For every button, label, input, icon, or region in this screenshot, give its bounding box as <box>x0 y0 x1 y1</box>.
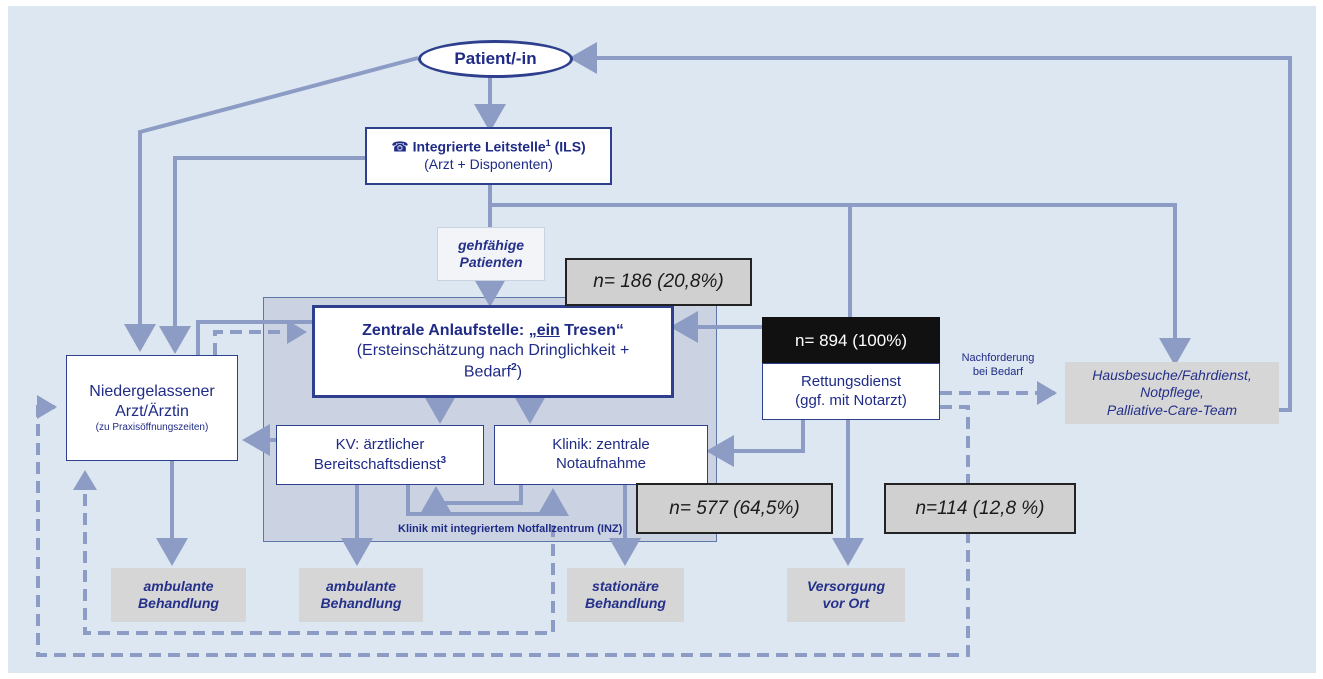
zentrale-line3-end: ) <box>516 363 523 381</box>
zentrale-anlaufstelle-node: Zentrale Anlaufstelle: „ein Tresen“ (Ers… <box>312 305 674 398</box>
stat-n114: n=114 (12,8 %) <box>884 483 1076 534</box>
hausbesuche-line3: Palliative-Care-Team <box>1106 401 1238 418</box>
nachforderung-line1: Nachforderung <box>961 352 1035 365</box>
stat-n894: n= 894 (100%) <box>762 317 940 364</box>
patient-node: Patient/-in <box>418 40 573 78</box>
edge-rettung-arzt-dashed <box>36 395 970 657</box>
edge-arzt-zentrale-dashed <box>213 320 307 355</box>
stat-n577-text: n= 577 (64,5%) <box>669 497 800 519</box>
outcome-vor-ort: Versorgung vor Ort <box>787 568 905 622</box>
outcome-amb1-line1: ambulante <box>143 577 214 594</box>
outcome-stat-line2: Behandlung <box>585 595 666 611</box>
edge-rettung-klinik <box>706 420 805 467</box>
outcome-stat-line1: stationäre <box>592 577 659 594</box>
stat-n114-text: n=114 (12,8 %) <box>915 497 1045 519</box>
rettungsdienst-line1: Rettungsdienst <box>800 372 902 390</box>
kv-line2: Bereitschaftsdienst3 <box>314 455 446 475</box>
hausbesuche-node: Hausbesuche/Fahrdienst, Notpflege, Palli… <box>1065 362 1279 424</box>
outcome-amb2-line2: Behandlung <box>320 595 402 611</box>
stat-n186-text: n= 186 (20,8%) <box>593 271 724 293</box>
hausbesuche-line2: Notpflege, <box>1140 384 1204 401</box>
ils-title: Integrierte Leitstelle <box>412 138 546 155</box>
outcome-ambulant-arzt: ambulante Behandlung <box>111 568 246 622</box>
ils-title-row: ☎ Integrierte Leitstelle1 (ILS) <box>391 138 585 156</box>
niedergelassener-line2: Arzt/Ärztin <box>115 402 189 420</box>
zentrale-title: Zentrale Anlaufstelle: „ein Tresen“ <box>362 321 624 341</box>
outcome-vor-ort-line2: vor Ort <box>822 595 870 611</box>
zentrale-line3-text: Bedarf <box>463 363 512 381</box>
hausbesuche-line1: Hausbesuche/Fahrdienst, <box>1092 366 1252 383</box>
kv-node: KV: ärztlicher Bereitschaftsdienst3 <box>276 425 484 485</box>
zentrale-line2: (Ersteinschätzung nach Dringlichkeit + <box>356 341 630 359</box>
rettungsdienst-node: Rettungsdienst (ggf. mit Notarzt) <box>762 363 940 420</box>
gehfaehige-line2: Patienten <box>459 254 523 270</box>
edge-klinik-kv <box>420 483 523 514</box>
gehfaehige-label: gehfähige Patienten <box>437 227 545 281</box>
ils-subtitle: (Arzt + Disponenten) <box>424 156 553 173</box>
nachforderung-label: Nachforderung bei Bedarf <box>948 348 1048 384</box>
inz-label: Klinik mit integriertem Notfallzentrum (… <box>398 523 623 535</box>
ils-footnote: 1 <box>545 138 551 149</box>
zentrale-title-suffix: Tresen“ <box>559 321 624 339</box>
niedergelassener-node: Niedergelassener Arzt/Ärztin (zu Praxisö… <box>66 355 238 461</box>
kv-line2-text: Bereitschaftsdienst <box>313 455 441 473</box>
klinik-line1: Klinik: zentrale <box>552 436 650 454</box>
stat-n894-text: n= 894 (100%) <box>795 330 907 350</box>
nachforderung-line2: bei Bedarf <box>972 366 1024 378</box>
zentrale-line3: Bedarf2) <box>464 361 522 382</box>
outcome-amb2-line1: ambulante <box>325 577 396 594</box>
zentrale-title-ein: ein <box>536 321 560 339</box>
stat-n186: n= 186 (20,8%) <box>565 258 752 306</box>
outcome-vor-ort-line1: Versorgung <box>806 577 886 594</box>
rettungsdienst-line2: (ggf. mit Notarzt) <box>795 391 907 409</box>
phone-icon: ☎ <box>391 138 409 155</box>
niedergelassener-line1: Niedergelassener <box>89 382 215 400</box>
kv-footnote: 3 <box>440 454 447 466</box>
edge-arzt-zentrale <box>196 320 312 355</box>
edge-klinik-arzt-dashed <box>73 470 555 635</box>
klinik-line2: Notaufnahme <box>555 455 647 472</box>
outcome-amb1-line2: Behandlung <box>138 595 219 611</box>
patient-label: Patient/-in <box>454 49 537 69</box>
zentrale-footnote: 2 <box>511 361 517 373</box>
niedergelassener-line3: (zu Praxisöffnungszeiten) <box>95 421 209 433</box>
gehfaehige-line1: gehfähige <box>457 236 525 253</box>
kv-line1: KV: ärztlicher <box>335 435 425 453</box>
ils-abbr: (ILS) <box>554 138 586 155</box>
edge-ils-arzt <box>159 156 365 354</box>
ils-node: ☎ Integrierte Leitstelle1 (ILS) (Arzt + … <box>365 127 612 185</box>
stat-n577: n= 577 (64,5%) <box>636 483 833 534</box>
zentrale-title-prefix: Zentrale Anlaufstelle: „ <box>362 321 537 339</box>
outcome-ambulant-kv: ambulante Behandlung <box>299 568 423 622</box>
klinik-node: Klinik: zentrale Notaufnahme <box>494 425 708 485</box>
outcome-stationaer: stationäre Behandlung <box>567 568 684 622</box>
edge-kv-klinik-1 <box>406 483 569 516</box>
edge-patient-arzt <box>124 56 419 352</box>
